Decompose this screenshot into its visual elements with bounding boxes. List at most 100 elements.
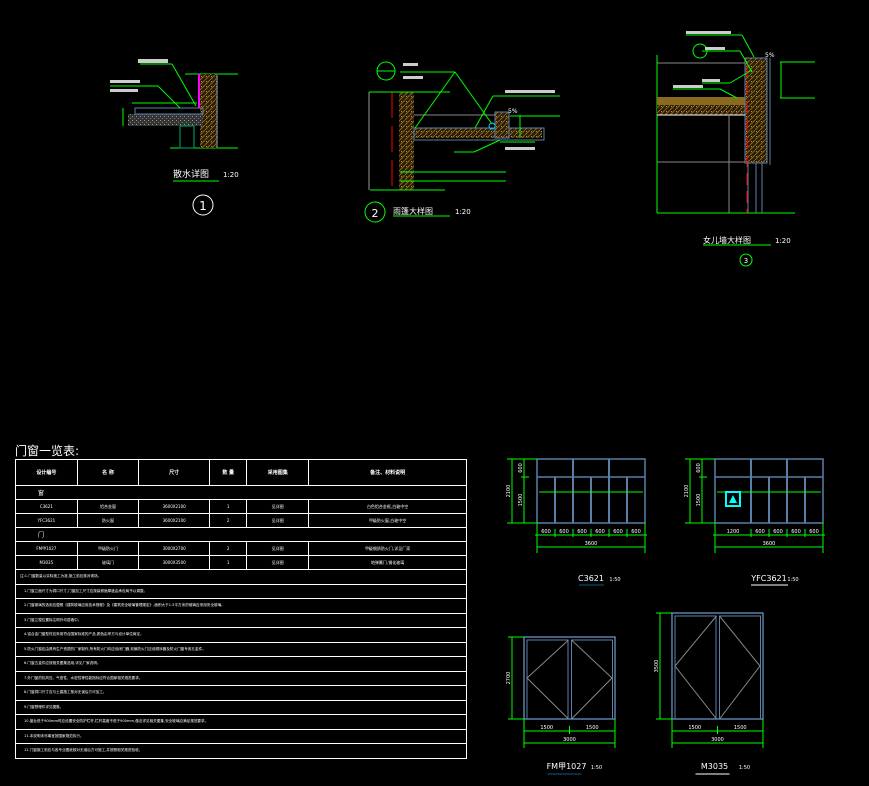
detail-1-apron: 散水详图 1:20 1 xyxy=(110,59,239,216)
cell-quantity: 1 xyxy=(208,555,248,570)
cell-size: 3600X2100 xyxy=(138,499,210,514)
door-leaf-right xyxy=(719,615,761,720)
elevation-scale: 1:50 xyxy=(591,765,602,771)
note-row: 3.门窗立樘位置除注明外均居墙中。 xyxy=(15,612,467,628)
dim-height-total: 3500 xyxy=(654,660,660,673)
cell-code: YFC3621 xyxy=(15,513,78,528)
cell-quantity: 2 xyxy=(208,541,248,556)
note-text: 1.门窗立面尺寸为洞口尺寸,门窗加工尺寸应按装修面厚度由承包商予以调整。 xyxy=(15,583,467,599)
cell-remarks: 白色铝合金框,白玻中空 xyxy=(308,499,467,514)
header-code: 设计编号 xyxy=(15,459,78,486)
cell-name: 甲级防火门 xyxy=(76,541,140,556)
note-row: 2.门窗玻璃的选用应遵照《建筑玻璃应用技术规程》及《建筑安全玻璃管理规定》,面积… xyxy=(15,598,467,614)
dim-width: 600 xyxy=(595,529,605,535)
detail-2-canopy: 5% 2 雨篷大样图 1:20 xyxy=(364,61,560,223)
note-text: 3.门窗立樘位置除注明外均居墙中。 xyxy=(15,612,467,628)
swing-line-right xyxy=(719,615,761,720)
cell-quantity: 1 xyxy=(208,499,248,514)
dim-width: 600 xyxy=(791,529,801,535)
detail-2-scale: 1:20 xyxy=(455,208,471,216)
dim-width: 1500 xyxy=(688,725,701,731)
dim-width-total: 3600 xyxy=(763,541,776,547)
detail-2-title: 雨篷大样图 xyxy=(393,206,433,216)
cell-quantity: 2 xyxy=(208,513,248,528)
note-text: 6.门窗五金件应按相关图集选用,详见厂家说明。 xyxy=(15,656,467,672)
note-row: 8.门窗洞口尺寸应与土建施工核对无误后方可加工。 xyxy=(15,685,467,701)
note-row: 6.门窗五金件应按相关图集选用,详见厂家说明。 xyxy=(15,656,467,672)
dim-width: 1200 xyxy=(727,529,740,535)
swing-line-right xyxy=(571,639,613,720)
note-row: 注:1.门窗数量以实际施工为准,施工前应核对现场。 xyxy=(15,569,467,585)
header-quantity: 数 量 xyxy=(208,459,248,486)
swing-line-left xyxy=(526,639,569,720)
detail-1-title: 散水详图 xyxy=(173,168,209,180)
section-doors: 门 xyxy=(15,527,467,542)
door-frame xyxy=(523,636,616,720)
dim-width: 600 xyxy=(809,529,819,535)
note-row: 11.本说明未尽事宜按国家规范执行。 xyxy=(15,728,467,744)
dim-height-total: 2700 xyxy=(506,672,512,685)
dim-width-total: 3000 xyxy=(711,737,724,743)
cell-atlas: 见详图 xyxy=(246,555,310,570)
header-size: 尺寸 xyxy=(138,459,210,486)
detail-3-title: 女儿墙大样图 xyxy=(703,235,751,245)
cell-code: M3035 xyxy=(15,555,78,570)
cell-name: 防火窗 xyxy=(76,513,140,528)
dim-width: 600 xyxy=(773,529,783,535)
detail-1-number: 1 xyxy=(199,199,207,213)
note-text: 10.窗台低于900mm时应设置安全防护栏杆,栏杆高度不低于900mm,做法详见… xyxy=(15,714,467,730)
note-text: 7.外门窗的抗风压、气密性、水密性等性能指标应符合国家相关规范要求。 xyxy=(15,670,467,686)
note-text: 11.本说明未尽事宜按国家规范执行。 xyxy=(15,728,467,744)
dim-height-total: 2100 xyxy=(684,485,690,498)
elevation-name: YFC3621 xyxy=(750,574,786,583)
dim-width: 600 xyxy=(541,529,551,535)
note-row: 9.门窗预埋件详见图集。 xyxy=(15,699,467,715)
note-row: 5.防火门窗应由具有生产资质的厂家制作,所有防火门均应设闭门器,双扇防火门应设顺… xyxy=(15,641,467,657)
note-text: 4.铝合金门窗型材应采用符合国家标准的产品,颜色由甲方与设计单位商定。 xyxy=(15,627,467,643)
detail-1-scale: 1:20 xyxy=(223,171,239,179)
cell-atlas: 见详图 xyxy=(246,513,310,528)
note-row: 12.门窗施工前应与各专业图纸核对无误后方可施工,并按照相关规范验收。 xyxy=(15,743,467,759)
note-row: 1.门窗立面尺寸为洞口尺寸,门窗加工尺寸应按装修面厚度由承包商予以调整。 xyxy=(15,583,467,599)
cell-size: 3000X2700 xyxy=(138,541,210,556)
dim-width: 1500 xyxy=(586,725,599,731)
door-leaf-right xyxy=(571,639,613,720)
cell-size: 3000X3500 xyxy=(138,555,210,570)
elevation-name: M3035 xyxy=(701,762,728,771)
note-text: 注:1.门窗数量以实际施工为准,施工前应核对现场。 xyxy=(15,569,467,585)
door-leaf-left xyxy=(674,615,717,720)
dim-width: 600 xyxy=(613,529,623,535)
gravel-layer xyxy=(128,114,203,126)
cell-name: 铝合金窗 xyxy=(76,499,140,514)
dim-width: 1500 xyxy=(734,725,747,731)
cell-code: C3621 xyxy=(15,499,78,514)
detail-3-slope: 5% xyxy=(765,52,775,59)
header-name: 名 称 xyxy=(76,459,140,486)
note-text: 2.门窗玻璃的选用应遵照《建筑玻璃应用技术规程》及《建筑安全玻璃管理规定》,面积… xyxy=(15,598,467,614)
detail-2-number: 2 xyxy=(372,207,379,220)
door-leaf-left xyxy=(526,639,569,720)
elevation-name: C3621 xyxy=(578,574,604,583)
dim-width-total: 3000 xyxy=(563,737,576,743)
elevation-scale: 1:50 xyxy=(609,577,620,583)
detail-3-marker xyxy=(739,253,753,267)
door-frame xyxy=(671,612,764,720)
detail-3-scale: 1:20 xyxy=(775,237,791,245)
dim-height-total: 2100 xyxy=(506,485,512,498)
cell-size: 3600X2100 xyxy=(138,513,210,528)
cell-remarks: 甲级钢质防火门,详见厂家 xyxy=(308,541,467,556)
header-remarks: 备注、材料说明 xyxy=(308,459,467,486)
swing-line-left xyxy=(674,615,717,720)
detail-2-marker xyxy=(364,201,386,223)
elevation-scale: 1:50 xyxy=(739,765,750,771)
schedule-title: 门窗一览表: xyxy=(15,444,80,458)
dim-width: 600 xyxy=(559,529,569,535)
dim-height-bottom: 1500 xyxy=(518,494,524,507)
cell-remarks: 地弹簧门,钢化玻璃 xyxy=(308,555,467,570)
note-text: 12.门窗施工前应与各专业图纸核对无误后方可施工,并按照相关规范验收。 xyxy=(15,743,467,759)
detail-3-number: 3 xyxy=(744,257,748,265)
section-label: 窗 xyxy=(15,485,467,500)
